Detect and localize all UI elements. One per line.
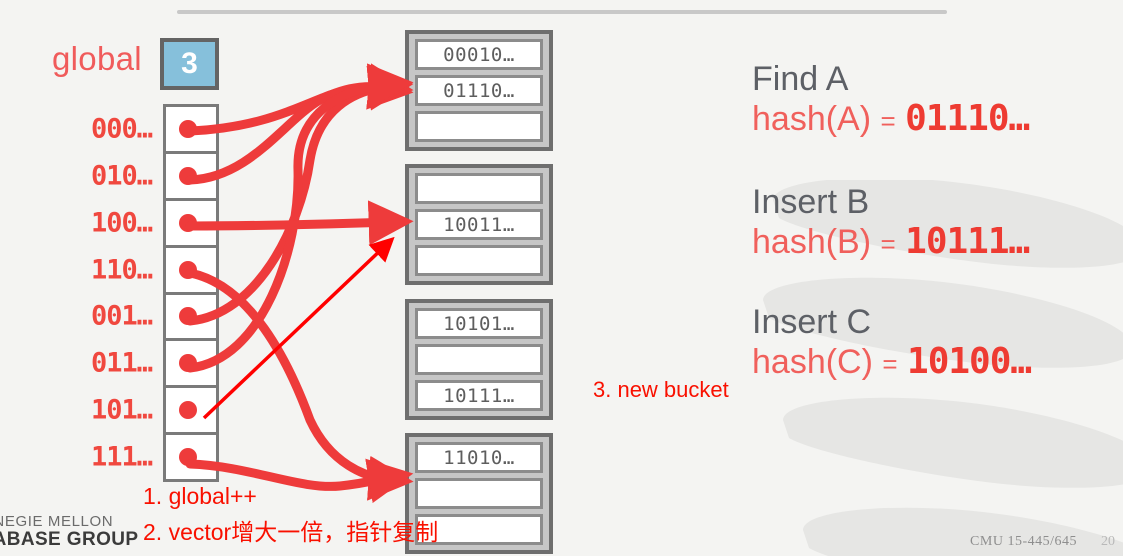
directory-slot-key: 000… [90, 113, 153, 145]
bucket[interactable]: 3 10011… [405, 164, 603, 285]
cmu-database-group-logo: RNEGIE MELLON TABASE GROUP [0, 514, 138, 550]
operation-hash-line: hash(C) = 10100… [752, 340, 1032, 382]
bucket-cell [415, 514, 543, 545]
directory-slot-key: 101… [90, 394, 153, 426]
bucket[interactable]: 3 10101… 10111… [405, 299, 603, 420]
annotation-step-1: 1. global++ [143, 483, 257, 509]
directory-slot[interactable]: 011… [91, 341, 216, 389]
hash-value: 01110… [905, 97, 1030, 139]
bucket-cell: 10111… [415, 380, 543, 411]
bucket-local-depth: 2 [545, 433, 603, 485]
directory-pointer-dot [179, 448, 197, 467]
directory-slot-key: 111… [90, 441, 153, 473]
logo-line-1: RNEGIE MELLON [0, 513, 114, 531]
footer-page-number: 20 [1101, 534, 1115, 549]
directory-pointer-dot [179, 354, 197, 373]
directory-pointer-dot [179, 213, 197, 232]
directory-slot[interactable]: 101… [91, 388, 216, 436]
directory-pointer-dot [179, 307, 197, 326]
global-depth-label: global [52, 40, 142, 77]
bucket-cell: 01110… [415, 75, 543, 106]
bucket-cell [415, 344, 543, 375]
operation-insert-c: Insert C hash(C) = 10100… [752, 303, 1032, 382]
global-depth-value: 3 [160, 38, 219, 90]
operation-find-a: Find A hash(A) = 01110… [752, 60, 1030, 139]
operation-hash-line: hash(A) = 01110… [752, 97, 1030, 139]
directory-slot-key: 100… [90, 207, 153, 239]
footer-course-label: CMU 15-445/645 [970, 534, 1077, 549]
hash-value: 10111… [905, 220, 1030, 262]
directory-slot-key: 110… [90, 254, 153, 286]
hash-function-label: hash(C) [752, 342, 873, 381]
operation-label: Insert B [752, 183, 870, 221]
bucket-cell: 11010… [415, 442, 543, 473]
operation-label: Find A [752, 60, 849, 98]
logo-line-2: TABASE GROUP [0, 529, 139, 551]
directory-slot[interactable]: 001… [91, 295, 216, 342]
annotation-step-3: 3. new bucket [593, 377, 729, 402]
operation-insert-b: Insert B hash(B) = 10111… [752, 183, 1030, 262]
bucket-local-depth: 1 [545, 30, 603, 82]
operation-label: Insert C [752, 303, 872, 341]
directory-pointer-dot [179, 401, 197, 420]
bucket-local-depth: 3 [545, 164, 603, 216]
bucket-cell [415, 173, 543, 204]
directory-slot[interactable]: 000… [91, 107, 216, 154]
directory-slot[interactable]: 010… [91, 154, 216, 201]
directory-pointer-dot [179, 119, 197, 138]
bucket-local-depth: 3 [545, 299, 603, 351]
directory-pointer-dot [179, 260, 197, 279]
top-divider-rule [177, 10, 947, 14]
directory-pointer-dot [179, 166, 197, 185]
directory-slot[interactable]: 111… [91, 435, 216, 479]
hash-function-label: hash(B) [752, 222, 872, 261]
directory-slot-key: 001… [90, 300, 153, 332]
directory-slot-key: 010… [90, 160, 153, 192]
hash-directory: 000… 010… 100… 110… 001… 011… 101… 111… [91, 104, 219, 482]
equals-sign: = [880, 105, 896, 136]
bucket[interactable]: 1 00010… 01110… [405, 30, 603, 151]
bucket-cell [415, 245, 543, 276]
directory-slot[interactable]: 110… [91, 248, 216, 295]
bucket-cell: 10011… [415, 209, 543, 240]
directory-slot[interactable]: 100… [91, 201, 216, 248]
directory-slot-key: 011… [90, 347, 153, 379]
operation-hash-line: hash(B) = 10111… [752, 220, 1030, 262]
bucket-cell: 10101… [415, 308, 543, 339]
bucket-cell: 00010… [415, 39, 543, 70]
bucket-cell [415, 111, 543, 142]
equals-sign: = [880, 228, 896, 259]
hash-value: 10100… [907, 340, 1032, 382]
equals-sign: = [882, 348, 898, 379]
bucket-cell [415, 478, 543, 509]
hash-function-label: hash(A) [752, 99, 872, 138]
annotation-step-2: 2. vector增大一倍，指针复制 [143, 519, 439, 545]
